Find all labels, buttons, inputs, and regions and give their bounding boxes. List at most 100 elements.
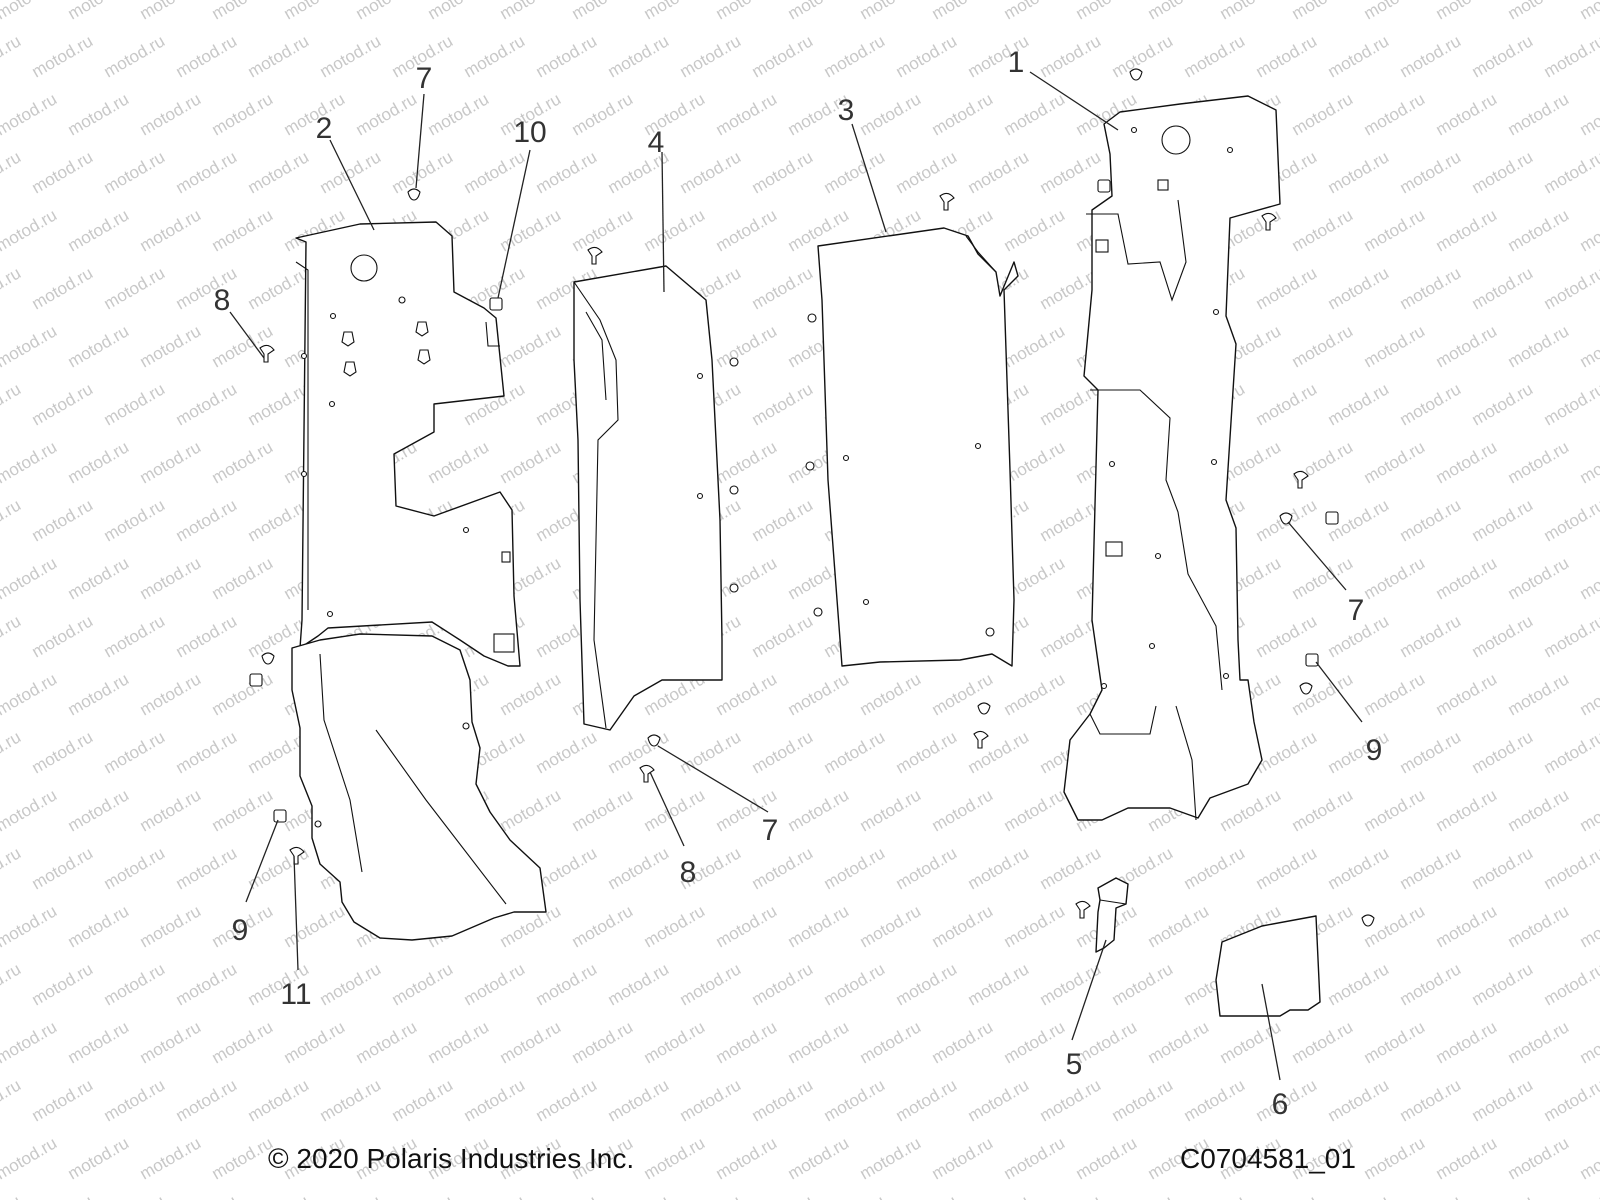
watermark-text: motod.ru — [1001, 89, 1069, 139]
watermark-text: motod.ru — [1037, 1191, 1105, 1200]
watermark-text: motod.ru — [0, 1017, 60, 1067]
watermark-text: motod.ru — [929, 1133, 997, 1183]
watermark-text: motod.ru — [1541, 1191, 1600, 1200]
watermark-text: motod.ru — [1397, 843, 1465, 893]
watermark-text: motod.ru — [1001, 0, 1069, 23]
watermark-text: motod.ru — [1397, 495, 1465, 545]
watermark-text: motod.ru — [1577, 1017, 1600, 1067]
watermark-text: motod.ru — [1505, 437, 1573, 487]
watermark-text: motod.ru — [353, 1017, 421, 1067]
watermark-text: motod.ru — [0, 843, 24, 893]
watermark-text: motod.ru — [1289, 89, 1357, 139]
watermark-text: motod.ru — [1325, 263, 1393, 313]
watermark-text: motod.ru — [65, 0, 133, 23]
callout-9-left: 9 — [232, 914, 249, 947]
watermark-text: motod.ru — [1361, 553, 1429, 603]
watermark-text: motod.ru — [929, 0, 997, 23]
watermark-text: motod.ru — [29, 959, 97, 1009]
watermark-text: motod.ru — [1397, 727, 1465, 777]
watermark-text: motod.ru — [1541, 495, 1600, 545]
watermark-text: motod.ru — [1109, 959, 1177, 1009]
part-6-cover — [1215, 915, 1321, 1017]
drawing-id: C0704581_01 — [1180, 1143, 1356, 1174]
watermark-text: motod.ru — [749, 31, 817, 81]
watermark-text: motod.ru — [893, 1075, 961, 1125]
watermark-text: motod.ru — [209, 89, 277, 139]
watermark-text: motod.ru — [101, 727, 169, 777]
watermark-text: motod.ru — [929, 785, 997, 835]
watermark-text: motod.ru — [713, 205, 781, 255]
watermark-text: motod.ru — [1469, 147, 1537, 197]
watermark-text: motod.ru — [1577, 321, 1600, 371]
watermark-text: motod.ru — [1577, 0, 1600, 23]
callout-8-middle: 8 — [680, 856, 697, 889]
watermark-text: motod.ru — [1541, 379, 1600, 429]
watermark-text: motod.ru — [0, 321, 60, 371]
watermark-text: motod.ru — [65, 321, 133, 371]
watermark-text: motod.ru — [389, 1075, 457, 1125]
watermark-text: motod.ru — [713, 1133, 781, 1183]
watermark-text: motod.ru — [1397, 1075, 1465, 1125]
watermark-text: motod.ru — [1469, 843, 1537, 893]
watermark-text: motod.ru — [0, 31, 24, 81]
watermark-text: motod.ru — [965, 1075, 1033, 1125]
watermark-text: motod.ru — [461, 1075, 529, 1125]
watermark-text: motod.ru — [533, 959, 601, 1009]
watermark-text: motod.ru — [749, 495, 817, 545]
watermark-text: motod.ru — [29, 843, 97, 893]
watermark-text: motod.ru — [29, 263, 97, 313]
watermark-text: motod.ru — [1469, 379, 1537, 429]
callout-4: 4 — [648, 126, 665, 159]
watermark-text: motod.ru — [1361, 89, 1429, 139]
watermark-text: motod.ru — [1253, 1191, 1321, 1200]
watermark-text: motod.ru — [461, 1191, 529, 1200]
watermark-text: motod.ru — [641, 785, 709, 835]
watermark-text: motod.ru — [101, 611, 169, 661]
watermark-text: motod.ru — [929, 89, 997, 139]
watermark-text: motod.ru — [1469, 263, 1537, 313]
watermark-text: motod.ru — [281, 1017, 349, 1067]
watermark-text: motod.ru — [1325, 843, 1393, 893]
watermark-text: motod.ru — [1433, 0, 1501, 23]
watermark-text: motod.ru — [1541, 1075, 1600, 1125]
callout-3: 3 — [838, 94, 855, 127]
watermark-text: motod.ru — [497, 1017, 565, 1067]
watermark-text: motod.ru — [965, 147, 1033, 197]
watermark-text: motod.ru — [1109, 1191, 1177, 1200]
watermark-text: motod.ru — [65, 901, 133, 951]
watermark-text: motod.ru — [389, 147, 457, 197]
watermark-text: motod.ru — [1001, 669, 1069, 719]
watermark-text: motod.ru — [29, 495, 97, 545]
watermark-text: motod.ru — [461, 31, 529, 81]
watermark-text: motod.ru — [821, 1191, 889, 1200]
watermark-text: motod.ru — [65, 785, 133, 835]
watermark-text: motod.ru — [0, 727, 24, 777]
watermark-text: motod.ru — [1577, 1133, 1600, 1183]
watermark-text: motod.ru — [0, 785, 60, 835]
watermark-text: motod.ru — [785, 1133, 853, 1183]
watermark-text: motod.ru — [137, 321, 205, 371]
watermark-text: motod.ru — [1001, 321, 1069, 371]
watermark-text: motod.ru — [497, 205, 565, 255]
watermark-text: motod.ru — [281, 0, 349, 23]
watermark-text: motod.ru — [29, 147, 97, 197]
watermark-text: motod.ru — [1577, 205, 1600, 255]
watermark-text: motod.ru — [29, 379, 97, 429]
watermark-text: motod.ru — [0, 495, 24, 545]
watermark-text: motod.ru — [29, 1075, 97, 1125]
watermark-text: motod.ru — [1433, 89, 1501, 139]
watermark-text: motod.ru — [749, 1191, 817, 1200]
watermark-text: motod.ru — [605, 727, 673, 777]
watermark-text: motod.ru — [1469, 495, 1537, 545]
watermark-text: motod.ru — [965, 959, 1033, 1009]
watermark-text: motod.ru — [1469, 611, 1537, 661]
watermark-text: motod.ru — [1397, 1191, 1465, 1200]
watermark-text: motod.ru — [389, 959, 457, 1009]
watermark-text: motod.ru — [1181, 1191, 1249, 1200]
watermark-text: motod.ru — [317, 147, 385, 197]
watermark-text: motod.ru — [713, 901, 781, 951]
watermark-text: motod.ru — [425, 1017, 493, 1067]
watermark-text: motod.ru — [893, 727, 961, 777]
watermark-text: motod.ru — [533, 147, 601, 197]
watermark-text: motod.ru — [641, 205, 709, 255]
